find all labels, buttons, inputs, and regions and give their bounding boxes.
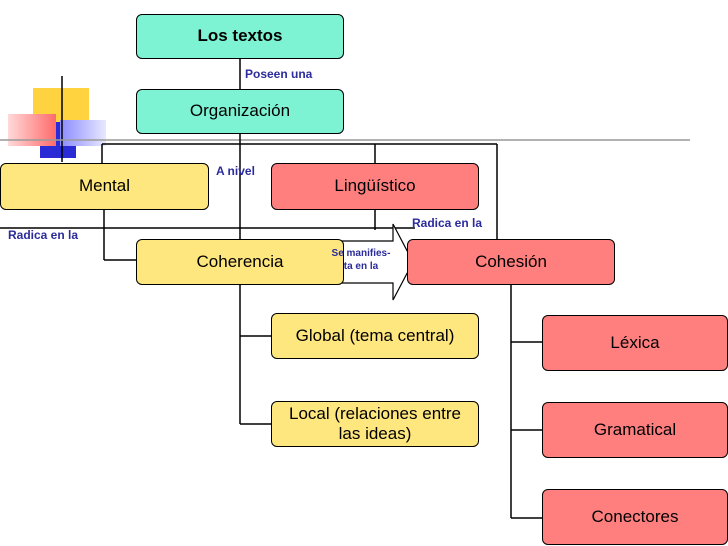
label-radica-en-la-right: Radica en la (412, 216, 483, 230)
node-gramatical: Gramatical (542, 402, 728, 458)
node-linguistico: Lingüístico (271, 163, 479, 210)
label-se-manifiesta: Se manifies- ta en la (326, 248, 396, 273)
label-se-manifiesta-line2: ta en la (343, 260, 379, 272)
label-a-nivel: A nivel (216, 164, 255, 178)
label-se-manifiesta-line1: Se manifies- (331, 248, 391, 259)
label-radica-en-la-left: Radica en la (8, 228, 79, 242)
label-poseen-una: Poseen una (245, 67, 313, 81)
node-global: Global (tema central) (271, 313, 479, 359)
node-conectores: Conectores (542, 489, 728, 545)
node-coherencia: Coherencia (136, 239, 344, 285)
node-los-textos: Los textos (136, 14, 344, 59)
node-organizacion: Organización (136, 89, 344, 134)
node-lexica: Léxica (542, 315, 728, 371)
node-local: Local (relaciones entre las ideas) (271, 401, 479, 447)
node-mental: Mental (0, 163, 209, 210)
node-cohesion: Cohesión (407, 239, 615, 285)
decorative-lavender-square (60, 120, 106, 146)
